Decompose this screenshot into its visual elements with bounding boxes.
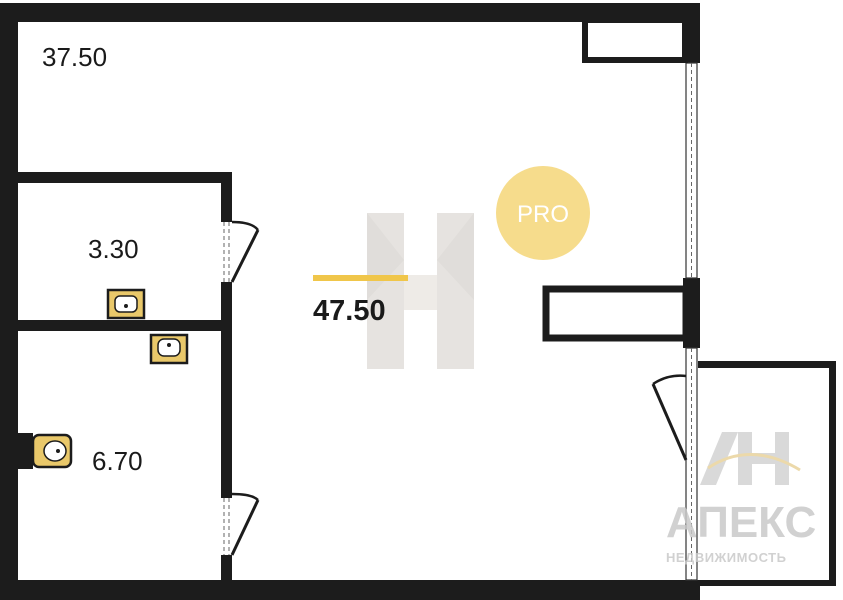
interior-walls (18, 172, 232, 582)
toilet-icon (18, 433, 73, 469)
balcony-door (651, 374, 688, 461)
kitchen-area: 3.30 (88, 234, 139, 264)
apeks-logo-watermark: АПЕКС НЕДВИЖИМОСТЬ (666, 432, 816, 565)
main-room-area: 37.50 (42, 42, 107, 72)
kitchen-door (223, 220, 260, 283)
total-area-value: 47.50 (313, 295, 386, 327)
pro-badge: PRO (496, 166, 590, 260)
balcony (698, 361, 836, 586)
right-window (685, 62, 698, 581)
bathroom-area: 6.70 (92, 446, 143, 476)
apeks-logo-subtitle: НЕДВИЖИМОСТЬ (666, 550, 786, 565)
h-logo-watermark (367, 213, 474, 369)
bathroom-sink-icon (149, 333, 189, 365)
total-area-accent (313, 275, 408, 281)
top-right-niche (582, 17, 688, 63)
kitchen-sink-icon (106, 288, 146, 320)
apeks-logo-text: АПЕКС (666, 498, 816, 547)
bathroom-door (223, 492, 260, 556)
right-niche (542, 285, 690, 342)
pro-badge-label: PRO (517, 201, 569, 228)
